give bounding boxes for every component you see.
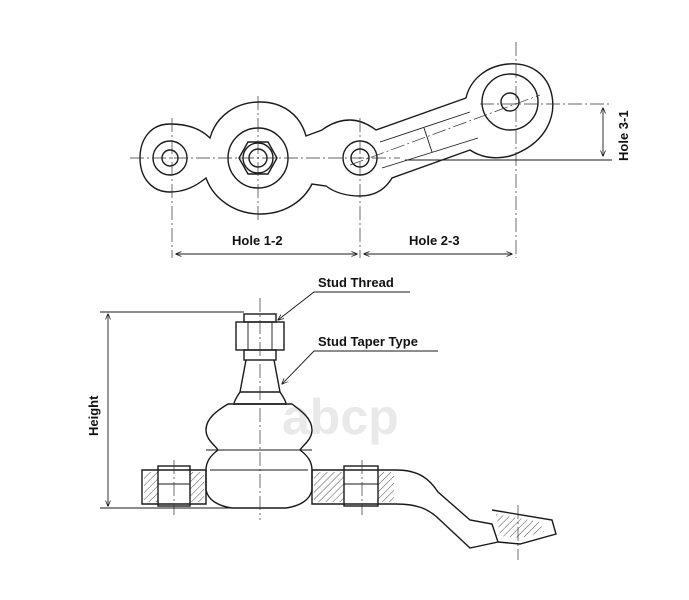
hatch-arm-end [496, 514, 544, 538]
leader-stud-taper [282, 350, 438, 384]
hatch-right-outer [378, 472, 394, 502]
hole-3 [500, 92, 520, 112]
stud-nut-hex [238, 141, 278, 175]
hatch-left-outer [144, 472, 158, 502]
arm-end [491, 509, 557, 545]
hatch-right-inner [314, 472, 344, 502]
arm-outline [139, 63, 554, 215]
arm-rib-top [379, 111, 471, 143]
arm-rib-bottom [381, 137, 479, 169]
label-height: Height [86, 395, 101, 436]
leader-stud-thread [278, 291, 410, 320]
arm-rib-cross [423, 127, 433, 153]
side-view: Height Stud Thread Stud Taper Type [86, 275, 557, 560]
label-stud-thread: Stud Thread [318, 275, 394, 290]
hatch-left-inner [190, 472, 204, 502]
dust-boot [205, 403, 313, 509]
top-view: Hole 1-2 Hole 2-3 Hole 3-1 [130, 42, 631, 258]
label-stud-taper-type: Stud Taper Type [318, 334, 418, 349]
watermark-logo: abcp [282, 389, 399, 445]
label-hole-3-1: Hole 3-1 [616, 110, 631, 161]
centerline-arm [349, 94, 541, 166]
bolt-hole-2-section [343, 465, 379, 507]
arm-flange [141, 469, 207, 505]
hole-3-boss [481, 73, 539, 131]
label-hole-1-2: Hole 1-2 [232, 233, 283, 248]
label-hole-2-3: Hole 2-3 [409, 233, 460, 248]
